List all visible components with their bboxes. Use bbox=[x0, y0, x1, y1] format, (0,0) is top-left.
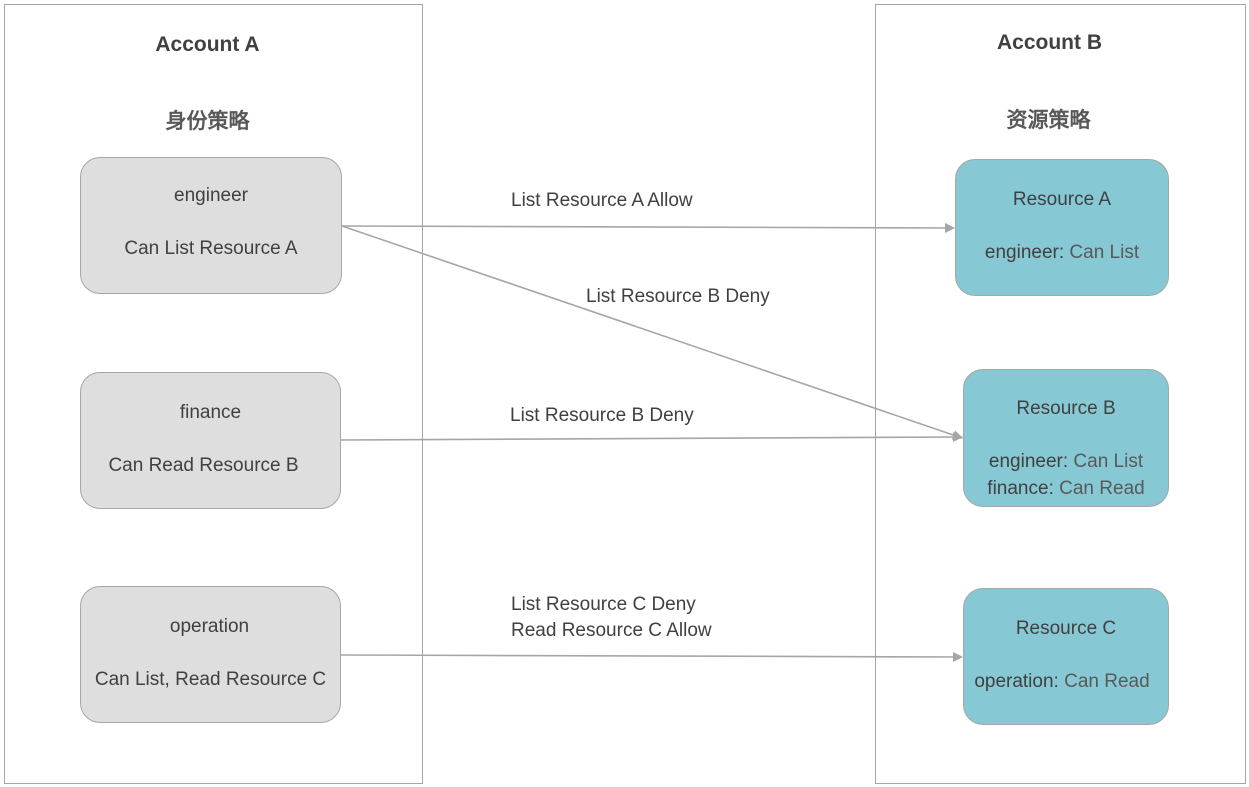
resource-permission: operation: Can Read bbox=[960, 671, 1164, 693]
resource-a: Resource A engineer: Can List bbox=[955, 159, 1169, 296]
identity-policy: Can List, Read Resource C bbox=[94, 669, 327, 690]
identity-name: operation bbox=[169, 616, 250, 637]
permission-action: Can Read bbox=[1064, 671, 1150, 692]
account-a-title: Account A bbox=[155, 33, 260, 56]
resource-name: Resource B bbox=[1016, 398, 1116, 419]
identity-policy: Can List Resource A bbox=[124, 238, 298, 259]
resource-c: Resource C operation: Can Read bbox=[963, 588, 1169, 725]
identity-name: engineer bbox=[174, 185, 248, 206]
permission-action: Can List bbox=[1073, 451, 1144, 472]
permission-action: Can List bbox=[1069, 242, 1140, 263]
resource-name: Resource A bbox=[1012, 189, 1112, 210]
edge-label-engineer-resource-a: List Resource A Allow bbox=[511, 190, 693, 211]
edge-operation-resource-c bbox=[340, 651, 963, 662]
resource-permission: engineer: Can List bbox=[956, 242, 1168, 264]
resource-permission: engineer: Can List bbox=[964, 451, 1168, 473]
resource-b: Resource B engineer: Can List finance: C… bbox=[963, 369, 1169, 507]
permission-principal: finance bbox=[987, 478, 1049, 499]
permission-separator: : bbox=[1058, 242, 1070, 263]
permission-separator: : bbox=[1048, 478, 1060, 499]
edge-label-operation-resource-c-line2: Read Resource C Allow bbox=[511, 620, 712, 641]
permission-separator: : bbox=[1053, 671, 1065, 692]
edge-label-engineer-resource-b: List Resource B Deny bbox=[586, 286, 770, 307]
permission-separator: : bbox=[1062, 451, 1074, 472]
identity-finance: finance Can Read Resource B bbox=[80, 372, 341, 509]
edge-engineer-resource-a bbox=[341, 222, 955, 233]
edge-label-operation-resource-c-line1: List Resource C Deny bbox=[511, 594, 696, 615]
permission-principal: engineer bbox=[988, 451, 1063, 472]
account-a-subtitle: 身份策略 bbox=[165, 110, 250, 133]
resource-permission: finance: Can Read bbox=[964, 478, 1168, 500]
account-b-title: Account B bbox=[997, 31, 1102, 54]
identity-policy: Can Read Resource B bbox=[108, 455, 299, 476]
edge-label-finance-resource-b: List Resource B Deny bbox=[510, 405, 694, 426]
permission-action: Can Read bbox=[1059, 478, 1145, 499]
identity-engineer: engineer Can List Resource A bbox=[80, 157, 342, 294]
resource-name: Resource C bbox=[1015, 618, 1117, 639]
identity-operation: operation Can List, Read Resource C bbox=[80, 586, 341, 723]
permission-principal: engineer bbox=[984, 242, 1059, 263]
identity-name: finance bbox=[179, 402, 242, 423]
account-b-subtitle: 资源策略 bbox=[1006, 109, 1091, 132]
permission-principal: operation bbox=[974, 671, 1054, 692]
edge-finance-resource-b bbox=[340, 432, 963, 443]
